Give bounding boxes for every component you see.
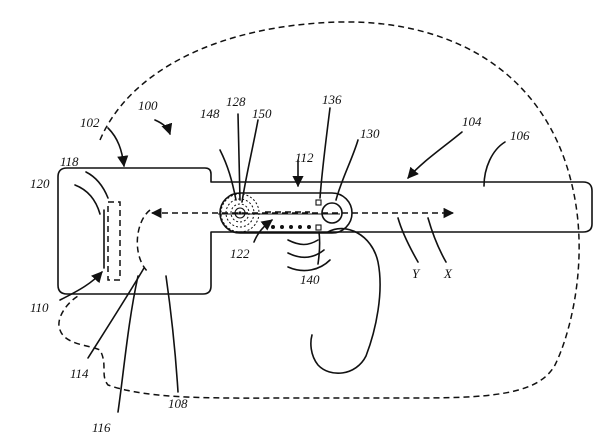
label-120: 120 (30, 176, 50, 191)
label-axis-y: Y (412, 266, 421, 281)
label-136: 136 (322, 92, 342, 107)
device-housing (57, 167, 593, 295)
label-104: 104 (462, 114, 482, 129)
label-150: 150 (252, 106, 272, 121)
ear (310, 227, 381, 374)
sensor-136 (315, 199, 322, 206)
head-outline (58, 21, 580, 399)
module-capsule (219, 192, 353, 234)
label-122: 122 (230, 246, 250, 261)
display-panel (107, 201, 121, 281)
label-106: 106 (510, 128, 530, 143)
label-102: 102 (80, 115, 100, 130)
label-128: 128 (226, 94, 246, 109)
label-140: 140 (300, 272, 320, 287)
leader-lines (59, 107, 506, 413)
label-116: 116 (92, 420, 111, 435)
speaker-dots (271, 225, 311, 229)
sound-waves (287, 239, 331, 272)
label-114: 114 (70, 366, 89, 381)
label-axis-x: X (443, 266, 453, 281)
label-100: 100 (138, 98, 158, 113)
label-108: 108 (168, 396, 188, 411)
label-118: 118 (60, 154, 79, 169)
eye-arc (136, 209, 151, 273)
sensor-140 (315, 224, 322, 231)
label-112: 112 (295, 150, 314, 165)
label-148: 148 (200, 106, 220, 121)
label-110: 110 (30, 300, 49, 315)
label-130: 130 (360, 126, 380, 141)
